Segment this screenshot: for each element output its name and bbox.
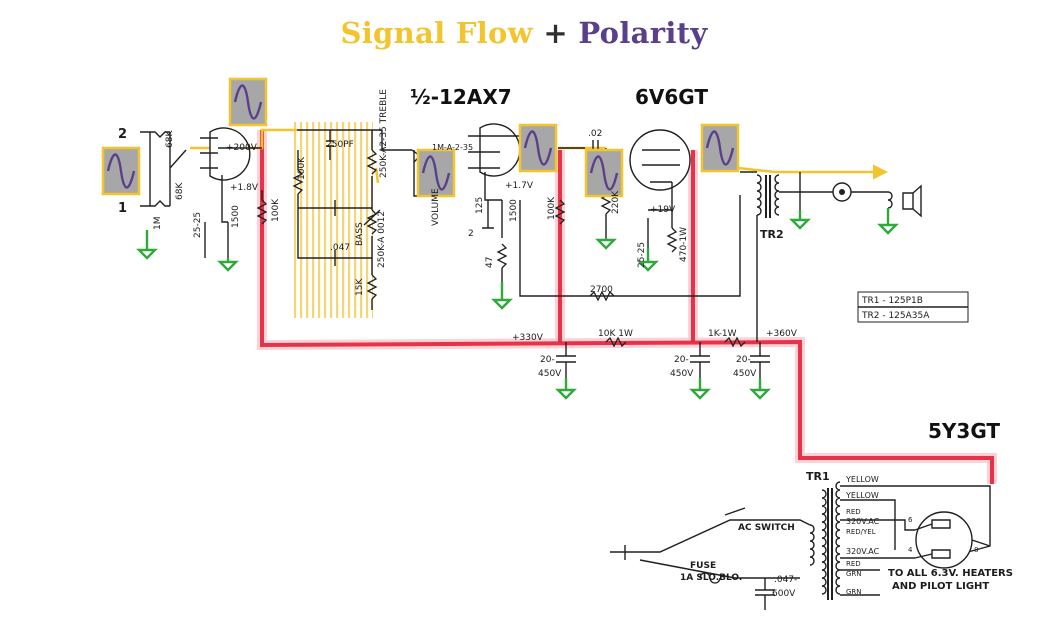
ground-symbol bbox=[136, 230, 158, 260]
scope-probe-v1-plate bbox=[228, 77, 268, 127]
tap-grn-1: GRN bbox=[846, 570, 862, 578]
r47-label: 47 bbox=[485, 257, 495, 268]
treble-label: 250K-A2-35 TREBLE bbox=[379, 89, 389, 178]
v200-label: +200V bbox=[226, 143, 258, 153]
heater-note-1: TO ALL 6.3V. HEATERS bbox=[888, 568, 1013, 579]
r1500b-label: 1500 bbox=[509, 199, 519, 222]
tap-red-yel: RED/YEL bbox=[846, 528, 876, 536]
tap-320v-a: 320V.AC bbox=[846, 517, 880, 526]
r100k-b-label: 100K bbox=[547, 196, 557, 220]
tap-yellow-2: YELLOW bbox=[845, 491, 879, 500]
r10k-label: 10K 1W bbox=[598, 329, 633, 339]
tone-stack-highlight bbox=[293, 122, 373, 318]
tr2-spec-label: TR2 - 125A35A bbox=[861, 311, 930, 321]
r2-label: 2 bbox=[468, 229, 474, 239]
diagram-title: Signal Flow + Polarity bbox=[0, 16, 1048, 50]
ac-switch-label: AC SWITCH bbox=[738, 523, 795, 533]
scope-probe-power-plate bbox=[700, 123, 740, 173]
tube-preamp-label: ½-12AX7 bbox=[410, 85, 512, 109]
input-1-label: 1 bbox=[118, 201, 127, 216]
c25-label: 25-25 bbox=[193, 212, 203, 238]
mains-cap-v-label: 600V bbox=[772, 589, 796, 599]
ground-symbol bbox=[555, 378, 577, 400]
scope-probe-power-grid bbox=[584, 148, 624, 198]
volume-pot-label: 1M-A-2-35 bbox=[432, 143, 473, 152]
wiring bbox=[140, 123, 991, 610]
v17-label: +1.7V bbox=[505, 181, 534, 191]
title-plus: + bbox=[543, 16, 568, 50]
r1m-label: 1M bbox=[153, 217, 163, 231]
scope-probe-volume bbox=[416, 148, 456, 198]
tap-red-2: RED bbox=[846, 560, 861, 568]
r100k-a-label: 100K bbox=[271, 198, 281, 222]
ground-symbol bbox=[877, 208, 899, 235]
r15k-label: 15K bbox=[355, 278, 365, 296]
v330-label: +330V bbox=[512, 333, 544, 343]
pin-6-label: 6 bbox=[908, 516, 913, 524]
mains-cap-label: .047- bbox=[774, 575, 797, 585]
ground-symbol bbox=[217, 258, 239, 272]
v360-label: +360V bbox=[766, 329, 798, 339]
cap450b-label: 450V bbox=[670, 369, 694, 379]
ground-symbols bbox=[136, 208, 899, 400]
title-polarity: Polarity bbox=[578, 16, 708, 50]
cap20b-label: 20- bbox=[674, 355, 689, 365]
cap450c-label: 450V bbox=[733, 369, 757, 379]
high-voltage-rail bbox=[257, 130, 997, 484]
r1k-label: 1K-1W bbox=[708, 329, 737, 339]
volume-label: VOLUME bbox=[431, 188, 441, 226]
tap-320v-b: 320V.AC bbox=[846, 547, 880, 556]
pin-4-label: 4 bbox=[908, 546, 913, 554]
v18-label: +1.8V bbox=[230, 183, 259, 193]
heater-note-2: AND PILOT LIGHT bbox=[892, 581, 989, 592]
scope-probe-v2-plate bbox=[518, 123, 558, 173]
c047-label: .047 bbox=[330, 243, 350, 253]
transformer-spec-table bbox=[857, 291, 969, 323]
r470-label: 470-1W bbox=[679, 227, 689, 262]
input-2-label: 2 bbox=[118, 127, 127, 142]
bass-label: BASS bbox=[355, 222, 365, 246]
title-signal-flow: Signal Flow bbox=[340, 16, 533, 50]
c250pf-label: 250PF bbox=[326, 140, 354, 150]
tr1-label: TR1 bbox=[806, 470, 830, 483]
r220k-label: 220K bbox=[611, 190, 621, 214]
ground-symbol bbox=[637, 248, 659, 272]
tube-power-label: 6V6GT bbox=[635, 85, 708, 109]
fuse-rating-label: 1A SLO.BLO. bbox=[680, 573, 742, 583]
tr2-label: TR2 bbox=[760, 228, 784, 241]
tr1-spec-label: TR1 - 125P1B bbox=[861, 296, 923, 306]
scope-probes bbox=[101, 77, 740, 198]
tube-rectifier-label: 5Y3GT bbox=[928, 419, 1000, 443]
tap-red-1: RED bbox=[846, 508, 861, 516]
c25b-label: 25-25 bbox=[637, 242, 647, 268]
cap20c-label: 20- bbox=[736, 355, 751, 365]
tap-grn-2: GRN bbox=[846, 588, 862, 596]
r68k-b-label: 68K bbox=[175, 182, 185, 200]
c125-label: 125 bbox=[475, 197, 485, 214]
cap450a-label: 450V bbox=[538, 369, 562, 379]
r68k-a-label: 68K bbox=[165, 130, 175, 148]
tap-yellow-1: YELLOW bbox=[845, 475, 879, 484]
bass-pot-label: 250K-A 0012 bbox=[377, 211, 387, 268]
ground-symbol bbox=[749, 378, 771, 400]
v19-label: +19V bbox=[650, 205, 676, 215]
fuse-label: FUSE bbox=[690, 561, 716, 571]
component-labels: ½-12AX7 6V6GT 5Y3GT 2 1 68K 68K 1M 25-25… bbox=[118, 85, 1013, 599]
cap20a-label: 20- bbox=[540, 355, 555, 365]
ground-symbol bbox=[789, 210, 811, 230]
scope-probe-input bbox=[101, 146, 141, 196]
ground-symbol bbox=[491, 282, 513, 310]
c02-label: .02 bbox=[588, 129, 602, 139]
pin-8-label: 8 bbox=[974, 546, 978, 554]
ground-symbol bbox=[689, 378, 711, 400]
ground-symbol bbox=[595, 238, 617, 250]
r1500a-label: 1500 bbox=[231, 205, 241, 228]
r100k-tone-label: 100K bbox=[297, 156, 307, 180]
r2700-label: 2700 bbox=[590, 285, 613, 295]
